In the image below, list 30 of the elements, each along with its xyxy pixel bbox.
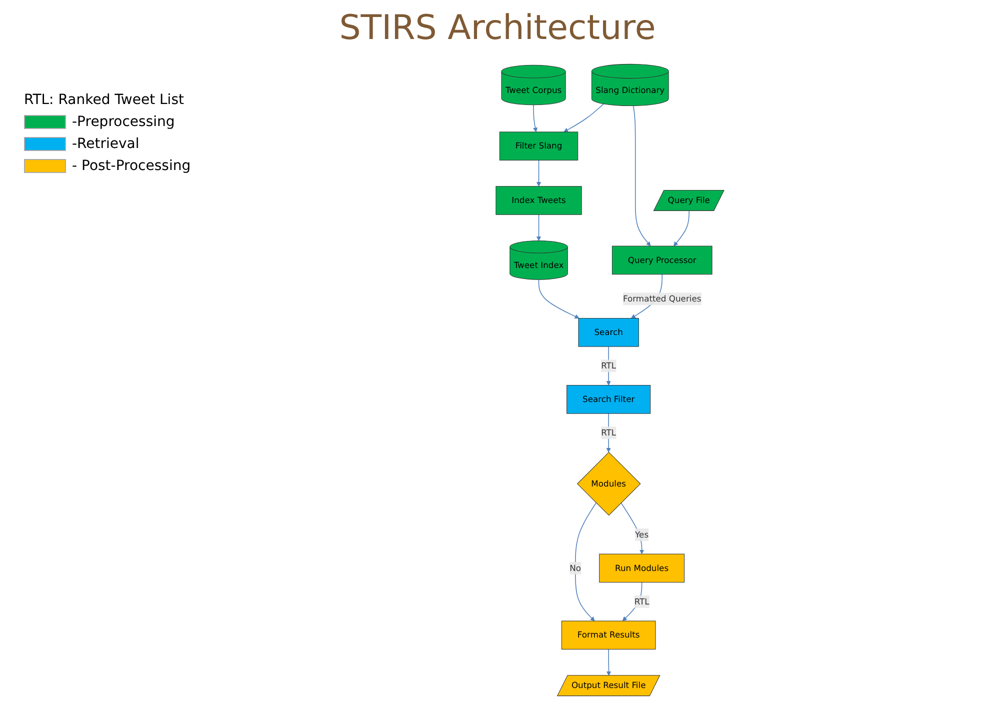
arrow (606, 648, 612, 676)
edge-label: Formatted Queries (623, 294, 702, 304)
edge-label: RTL (601, 360, 616, 371)
arrow (564, 103, 604, 132)
arrow (674, 210, 690, 246)
arrow (533, 104, 538, 132)
node-box: Filter Slang (499, 132, 578, 160)
legend-label: -Retrieval (72, 136, 140, 152)
arrow (536, 160, 542, 187)
arrow (620, 502, 644, 554)
arrow (538, 279, 580, 319)
edge-label: Yes (635, 529, 649, 540)
node-box: Search Filter (566, 385, 651, 414)
edge-label: RTL (601, 428, 616, 438)
diagram-title: STIRS Architecture (338, 8, 657, 48)
edge-label: RTL (634, 596, 650, 606)
node-diamond: Modules (576, 452, 641, 516)
arrow (574, 502, 597, 622)
edge-label: No (570, 562, 582, 573)
legend-note: RTL: Ranked Tweet List (24, 92, 185, 108)
arrow (536, 214, 542, 241)
node-box: Format Results (561, 620, 656, 650)
node-box: Run Modules (599, 554, 685, 583)
arrow (622, 582, 642, 622)
node-box: Index Tweets (496, 186, 582, 215)
node-box: Search (578, 318, 639, 347)
node-box: Query Processor (612, 246, 712, 275)
arrow (632, 105, 651, 246)
legend-label: - Post-Processing (72, 158, 191, 174)
legend-label: -Preprocessing (72, 114, 175, 130)
